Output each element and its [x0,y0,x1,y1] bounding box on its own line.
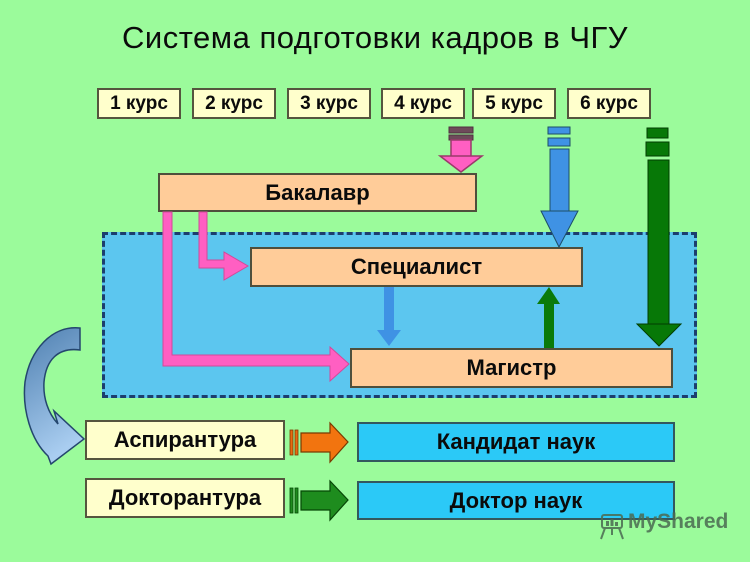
course-box-2: 2 курс [192,88,276,119]
myshared-watermark: MyShared [599,510,728,541]
curved-blue-arrow-icon [23,327,86,466]
course-box-1: 1 курс [97,88,181,119]
course-box-5: 5 курс [472,88,556,119]
course-box-3: 3 курс [287,88,371,119]
myshared-watermark-text: MyShared [628,510,729,533]
green-right-arrow-icon [289,479,349,522]
master-box: Магистр [350,348,673,388]
bachelor-box: Бакалавр [158,173,477,212]
orange-right-arrow-icon [289,421,349,464]
aspirantura-box: Аспирантура [85,420,285,460]
myshared-logo-icon [600,514,624,540]
doktorantura-box: Докторантура [85,478,285,518]
course-box-6: 6 курс [567,88,651,119]
course-box-4: 4 курс [381,88,465,119]
blue-down-arrow-icon [540,126,579,249]
doktor-nauk-box: Доктор наук [357,481,675,520]
page-title: Система подготовки кадров в ЧГУ [122,20,628,55]
pink-down-arrow-icon [437,126,485,173]
kandidat-nauk-box: Кандидат наук [357,422,675,462]
specialist-box: Специалист [250,247,583,287]
